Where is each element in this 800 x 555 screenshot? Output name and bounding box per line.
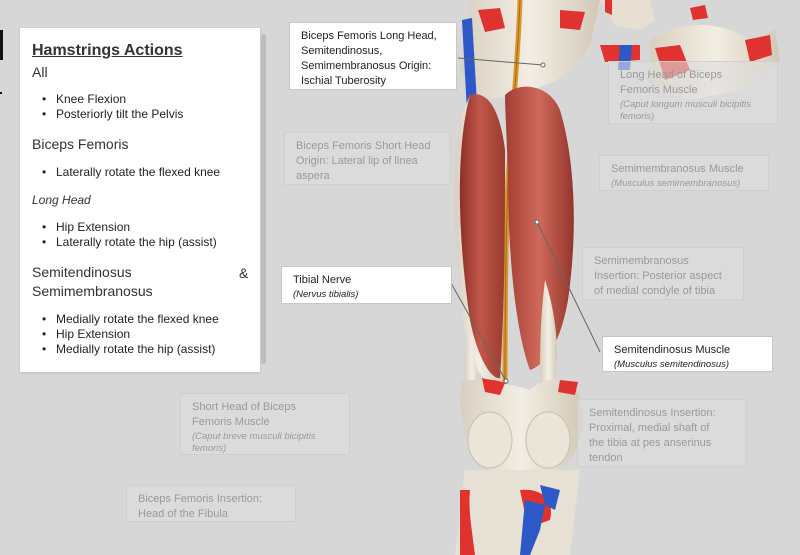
label-latin: (Musculus semitendinosus) <box>614 359 730 370</box>
label-semimembranosus-insertion[interactable]: Semimembranosus Insertion: Posterior asp… <box>582 247 744 300</box>
label-semimembranosus-muscle[interactable]: Semimembranosus Muscle (Musculus semimem… <box>599 155 769 191</box>
list-item: Laterally rotate the flexed knee <box>40 165 220 180</box>
label-bf-insertion[interactable]: Biceps Femoris Insertion: Head of the Fi… <box>126 485 296 522</box>
label-latin: (Caput longum musculi bicipitis <box>620 99 751 110</box>
label-line: of medial condyle of tibia <box>594 285 716 297</box>
section-heading: Semimembranosus <box>32 283 153 299</box>
label-latin: (Musculus semimembranosus) <box>611 178 741 189</box>
section-heading: Biceps Femoris <box>32 136 129 152</box>
list-item: Hip Extension <box>40 220 217 235</box>
label-line: Short Head of Biceps <box>192 401 296 413</box>
label-bf-long-head-origin[interactable]: Biceps Femoris Long Head, Semitendinosus… <box>289 22 457 90</box>
label-line: Semitendinosus, <box>301 45 383 57</box>
label-line: Head of the Fibula <box>138 508 228 520</box>
label-line: Tibial Nerve <box>293 274 352 286</box>
panel-scrollbar[interactable] <box>261 34 266 364</box>
label-line: Ischial Tuberosity <box>301 75 386 87</box>
section-list: Knee Flexion Posteriorly tilt the Pelvis <box>40 92 183 122</box>
label-line: Long Head of Biceps <box>620 69 723 81</box>
list-item: Posteriorly tilt the Pelvis <box>40 107 183 122</box>
label-line: Femoris Muscle <box>620 84 698 96</box>
label-bf-short-head-origin[interactable]: Biceps Femoris Short Head Origin: Latera… <box>284 132 451 185</box>
label-latin: femoris) <box>192 443 227 454</box>
label-line: Semitendinosus Insertion: <box>589 407 716 419</box>
label-line: tendon <box>589 452 623 464</box>
left-edge-mark <box>0 92 2 94</box>
list-item: Medially rotate the hip (assist) <box>40 342 219 357</box>
label-line: Semimembranosus <box>594 255 689 267</box>
leader-lines <box>450 57 601 382</box>
list-item: Medially rotate the flexed knee <box>40 312 219 327</box>
label-latin: femoris) <box>620 111 655 122</box>
label-line: Biceps Femoris Long Head, <box>301 30 437 42</box>
label-short-head-biceps-femoris[interactable]: Short Head of Biceps Femoris Muscle (Cap… <box>180 393 350 455</box>
ampersand: & <box>239 265 249 281</box>
label-line: Semimembranosus Origin: <box>301 60 432 72</box>
label-semitendinosus-insertion[interactable]: Semitendinosus Insertion: Proximal, medi… <box>577 399 747 467</box>
label-long-head-biceps-femoris[interactable]: Long Head of Biceps Femoris Muscle (Capu… <box>608 61 778 124</box>
list-item: Knee Flexion <box>40 92 183 107</box>
label-line: Insertion: Posterior aspect <box>594 270 722 282</box>
label-line: Femoris Muscle <box>192 416 270 428</box>
list-item: Laterally rotate the hip (assist) <box>40 235 217 250</box>
lower-leg <box>455 470 580 555</box>
label-latin: (Caput breve musculi bicipitis <box>192 431 316 442</box>
section-heading: Semitendinosus <box>32 264 132 280</box>
knee-joint <box>460 378 583 470</box>
section-list: Medially rotate the flexed knee Hip Exte… <box>40 312 219 357</box>
label-line: the tibia at pes anserinus <box>589 437 712 449</box>
section-list: Laterally rotate the flexed knee <box>40 165 220 180</box>
section-list: Hip Extension Laterally rotate the hip (… <box>40 220 217 250</box>
label-line: Biceps Femoris Short Head <box>296 140 431 152</box>
label-latin: (Nervus tibialis) <box>293 289 359 300</box>
label-line: Biceps Femoris Insertion: <box>138 493 263 505</box>
hamstring-muscles <box>454 86 574 395</box>
label-line: Semimembranosus Muscle <box>611 163 744 175</box>
label-line: Origin: Lateral lip of linea <box>296 155 418 167</box>
left-edge-mark <box>0 30 3 60</box>
label-line: Semitendinosus Muscle <box>614 344 731 356</box>
panel-title[interactable]: Hamstrings Actions <box>32 42 183 59</box>
label-line: Proximal, medial shaft of <box>589 422 710 434</box>
section-heading: All <box>32 64 48 80</box>
list-item: Hip Extension <box>40 327 219 342</box>
actions-panel: Hamstrings Actions All Knee Flexion Post… <box>20 28 266 372</box>
section-heading: Long Head <box>32 193 91 207</box>
label-tibial-nerve[interactable]: Tibial Nerve (Nervus tibialis) <box>281 266 452 304</box>
label-line: aspera <box>296 170 330 182</box>
label-semitendinosus-muscle[interactable]: Semitendinosus Muscle (Musculus semitend… <box>602 336 773 372</box>
